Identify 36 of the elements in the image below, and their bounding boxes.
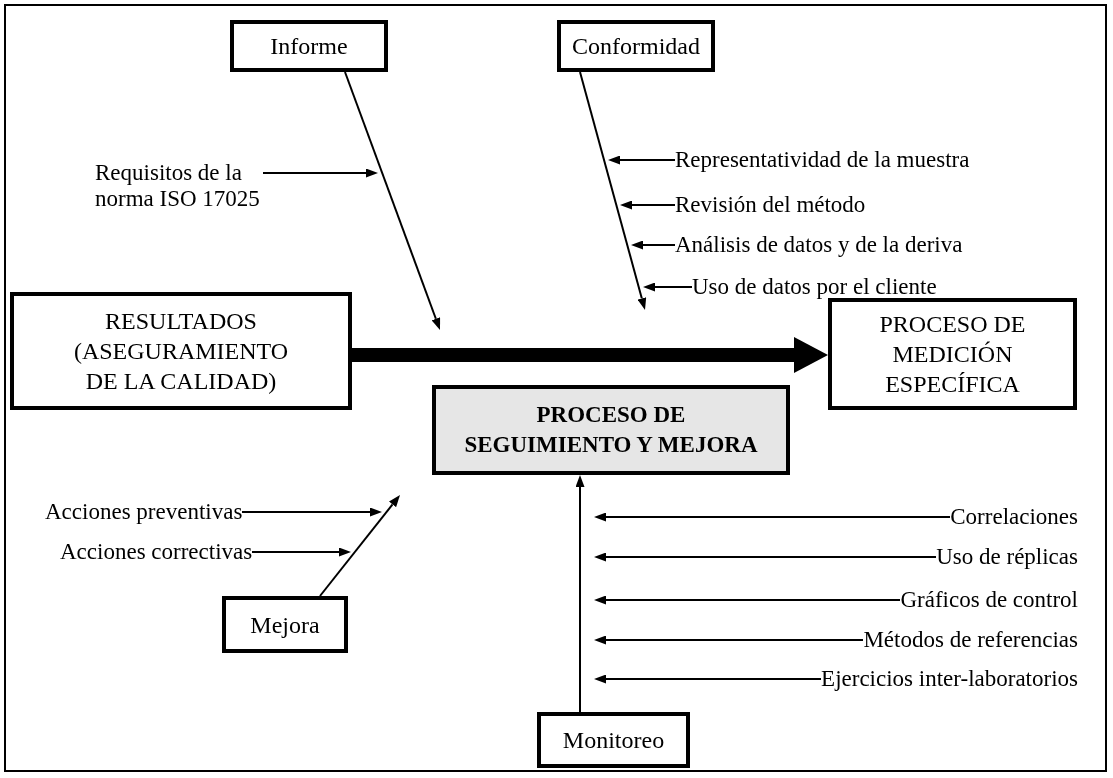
leader-arrow xyxy=(594,552,937,562)
main-arrow xyxy=(352,337,828,373)
central-process-box: PROCESO DE SEGUIMIENTO Y MEJORA xyxy=(432,385,790,475)
arrow xyxy=(575,475,585,713)
leader-arrow xyxy=(594,595,901,605)
cause-label: Gráficos de control xyxy=(900,587,1078,613)
leader-arrow xyxy=(594,512,951,522)
branch-arrow xyxy=(579,71,647,310)
leader-arrow xyxy=(241,507,382,517)
leader-arrow xyxy=(594,635,864,645)
category-box: Conformidad xyxy=(557,20,715,72)
leader-arrow xyxy=(262,168,378,178)
cause-label: Uso de datos por el cliente xyxy=(692,274,937,300)
leader-arrow xyxy=(631,240,676,250)
leader-arrow xyxy=(643,282,693,292)
cause-label: Métodos de referencias xyxy=(863,627,1078,653)
cause-label: Análisis de datos y de la deriva xyxy=(675,232,963,258)
cause-label: Acciones preventivas xyxy=(45,499,243,525)
category-box: Monitoreo xyxy=(537,712,690,768)
cause-label: Representatividad de la muestra xyxy=(675,147,970,173)
category-box: PROCESO DE MEDICIÓN ESPECÍFICA xyxy=(828,298,1077,410)
leader-arrow xyxy=(251,547,351,557)
branch-arrow xyxy=(344,71,441,330)
branch-arrow xyxy=(319,495,400,597)
cause-label: Requisitos de la norma ISO 17025 xyxy=(95,160,263,212)
category-box: RESULTADOS (ASEGURAMIENTO DE LA CALIDAD) xyxy=(10,292,352,410)
cause-label: Acciones correctivas xyxy=(60,539,253,565)
leader-arrow xyxy=(620,200,676,210)
cause-label: Uso de réplicas xyxy=(936,544,1078,570)
cause-label: Ejercicios inter-laboratorios xyxy=(821,666,1078,692)
leader-arrow xyxy=(594,674,822,684)
cause-label: Correlaciones xyxy=(950,504,1078,530)
cause-label: Revisión del método xyxy=(675,192,866,218)
category-box: Informe xyxy=(230,20,388,72)
leader-arrow xyxy=(608,155,676,165)
category-box: Mejora xyxy=(222,596,348,653)
